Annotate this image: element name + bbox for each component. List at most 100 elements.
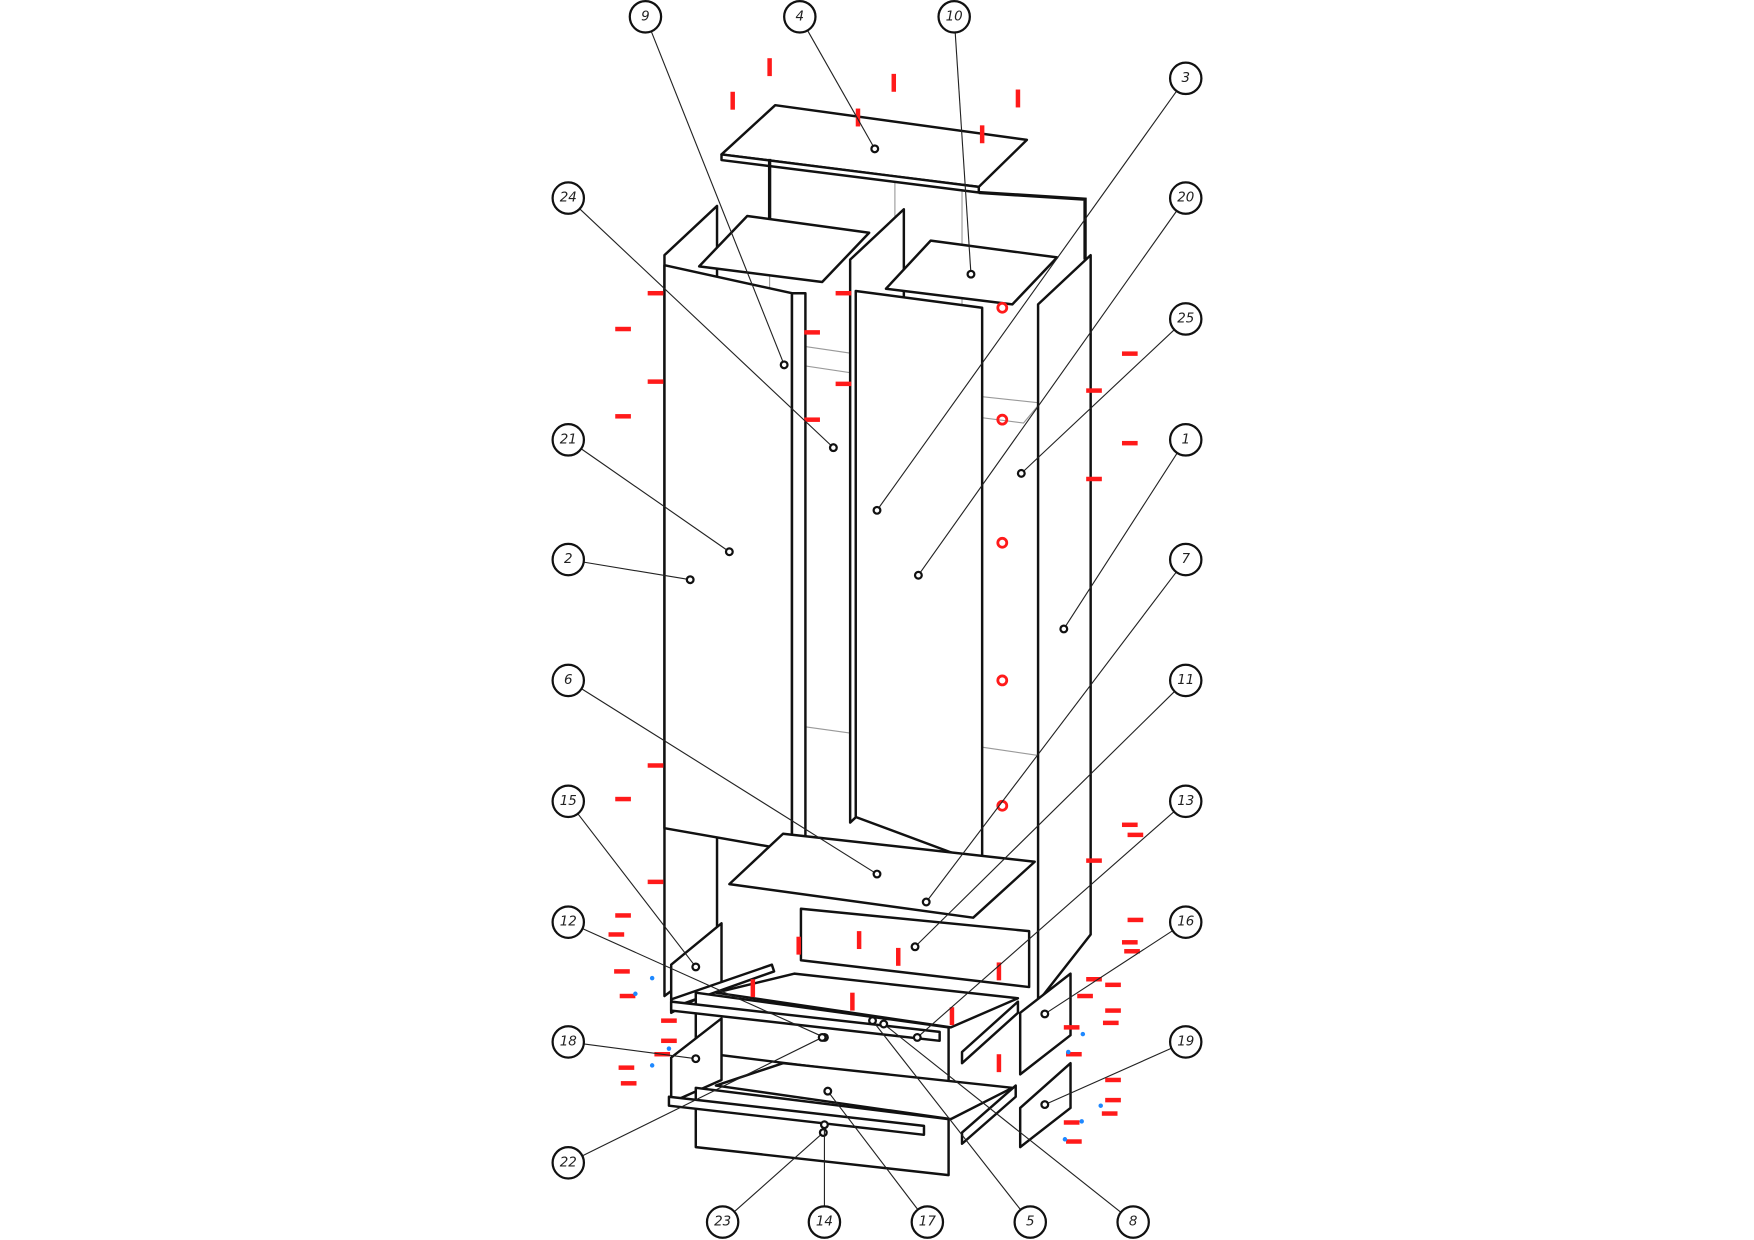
left-shelf [697,214,871,284]
screw-icon [1063,1120,1080,1125]
parts [663,103,1092,1177]
screw-icon [620,1081,637,1086]
balloon-circle [937,0,971,34]
leader-line [827,1090,919,1210]
balloon-circle [1168,542,1203,577]
screw-icon [1086,858,1102,863]
leader-target [1040,1009,1050,1019]
balloon-circle [1168,1025,1203,1059]
balloon-circle [1168,905,1203,939]
screw-icon [661,1018,677,1023]
hinge-icon [996,301,1009,314]
leader-target [872,869,882,879]
dowel-icon [1066,1049,1071,1055]
screw-icon [1105,982,1121,988]
bottom-shelf [728,832,1036,919]
callout-label: 24 [560,191,577,206]
leader-line [914,691,1175,948]
leader-target [921,897,931,907]
leader-line [876,90,1178,511]
screw-icon [1066,1139,1082,1144]
callout-label: 22 [560,1155,577,1170]
leader-target [817,1032,827,1042]
leader-line [916,811,1175,1038]
screw-icon [856,931,862,950]
callout-label: 9 [641,9,650,24]
callout-18: 18 [551,1025,701,1064]
callout-label: 14 [816,1215,833,1230]
callout-21: 21 [551,423,734,557]
dowel-icon [1098,1103,1103,1108]
balloon-circle [551,1145,586,1180]
screw-icon [1127,832,1144,838]
balloon-circle [628,0,663,34]
dowel-icon [649,1063,655,1068]
leader-target [1059,624,1069,634]
leader-line [577,813,697,968]
callout-7: 7 [921,542,1203,907]
leader-target [868,1016,877,1026]
leader-target [910,942,920,952]
leader-target [724,547,734,557]
leader-line [954,32,972,275]
screw-icon [1086,388,1102,393]
balloon-circle [551,423,586,457]
callout-22: 22 [551,1032,827,1180]
leader-target [913,570,923,580]
hinge-icon [996,536,1009,549]
leader-target [828,443,838,453]
callout-10: 10 [937,0,976,279]
leader-target [870,144,880,154]
screw-icon [618,1065,635,1070]
screw-icon [615,796,631,802]
callout-5: 5 [868,1016,1048,1239]
balloon-circle [551,1025,586,1059]
callout-20: 20 [913,181,1203,580]
screw-icon [661,1038,677,1044]
callout-3: 3 [872,61,1203,515]
leader-target [1016,468,1026,478]
leader-line [580,448,730,553]
screw-icon [614,969,630,974]
leader-line [583,1043,696,1060]
screw-icon [750,979,756,998]
screw-icon [804,417,820,422]
fasteners [608,58,1144,1144]
screw-icon [949,1007,955,1026]
screw-icon [796,936,801,955]
callout-label: 3 [1181,71,1190,86]
screw-icon [615,414,631,419]
balloon-circle [551,663,586,698]
callout-label: 10 [946,9,963,24]
callout-label: 23 [714,1215,731,1230]
balloon-circle [551,905,586,939]
screw-icon [1102,1020,1119,1026]
leader-line [917,210,1178,576]
dowel-icon [1062,1137,1068,1142]
callout-label: 15 [560,794,577,809]
screw-icon [1101,1111,1118,1116]
leader-target [685,575,695,585]
callout-label: 18 [560,1034,577,1049]
callout-6: 6 [551,663,882,879]
balloon-circle [783,0,817,34]
screw-icon [1105,1097,1121,1103]
leader-line [1063,452,1178,630]
leader-line [581,688,878,875]
screw-icon [615,913,631,918]
screw-icon [1127,917,1144,923]
screw-icon [1086,476,1102,482]
balloon-circle [705,1205,740,1239]
leader-line [872,1020,1022,1211]
callout-13: 13 [912,784,1203,1042]
leader-line [579,208,834,449]
right-drawer-rail-lower [960,1084,1017,1145]
leader-target [1040,1100,1050,1110]
callout-9: 9 [628,0,789,370]
balloon-circle [1168,181,1203,215]
balloon-circle [1168,663,1203,698]
screw-icon [1063,1025,1080,1030]
callout-1: 1 [1059,423,1203,634]
balloon-circle [551,542,586,577]
